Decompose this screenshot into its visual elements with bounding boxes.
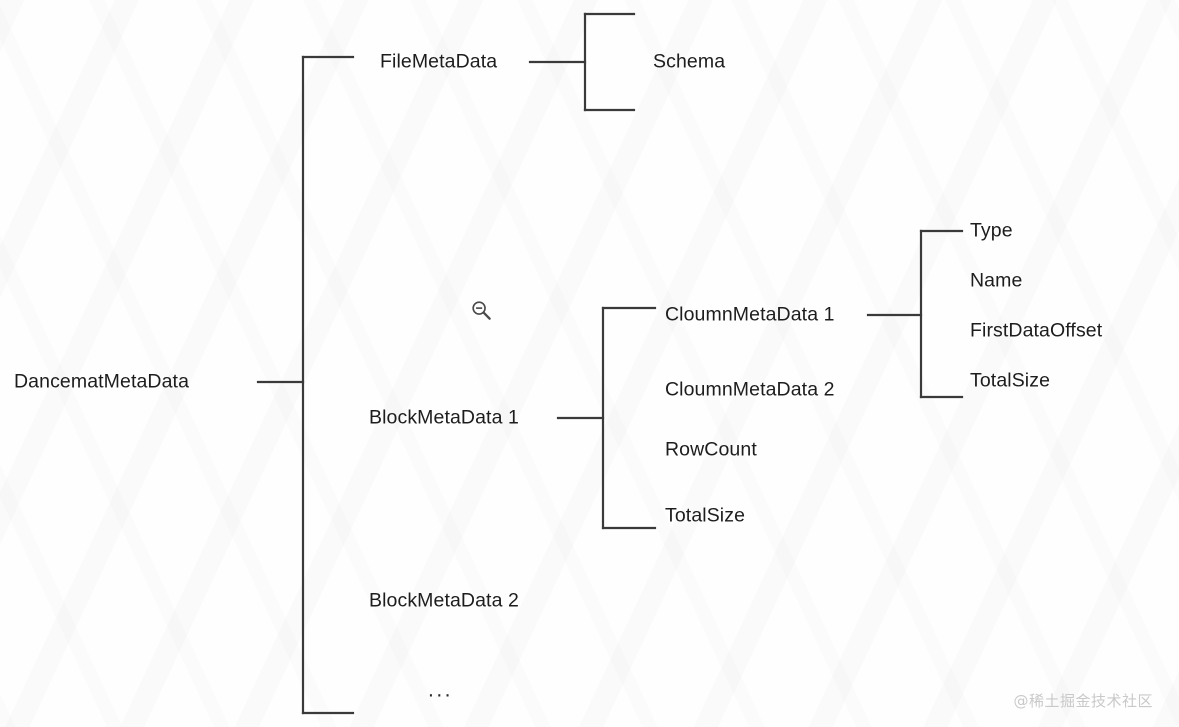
node-name[interactable]: Name	[970, 269, 1023, 292]
node-type[interactable]: Type	[970, 219, 1013, 242]
node-firstdataoffset[interactable]: FirstDataOffset	[970, 319, 1103, 342]
node-rowcount[interactable]: RowCount	[665, 438, 757, 461]
zoom-out-magnifier-icon	[472, 301, 491, 320]
node-cloumnmetadata-2[interactable]: CloumnMetaData 2	[665, 378, 835, 401]
node-cloumnmetadata-1[interactable]: CloumnMetaData 1	[665, 303, 835, 326]
node-blockmetadata-1[interactable]: BlockMetaData 1	[369, 406, 519, 429]
node-blockmeta-totalsize[interactable]: TotalSize	[665, 504, 746, 527]
node-blockmetadata-2[interactable]: BlockMetaData 2	[369, 589, 519, 612]
node-schema[interactable]: Schema	[653, 50, 726, 73]
node-filemetadata[interactable]: FileMetaData	[380, 50, 498, 73]
node-columnmeta-totalsize[interactable]: TotalSize	[970, 369, 1051, 392]
site-watermark-text: @稀土掘金技术社区	[1013, 692, 1153, 710]
node-root-dancematmetadata[interactable]: DancematMetaData	[14, 370, 190, 393]
node-blockmetadata-ellipsis: ...	[428, 678, 454, 702]
